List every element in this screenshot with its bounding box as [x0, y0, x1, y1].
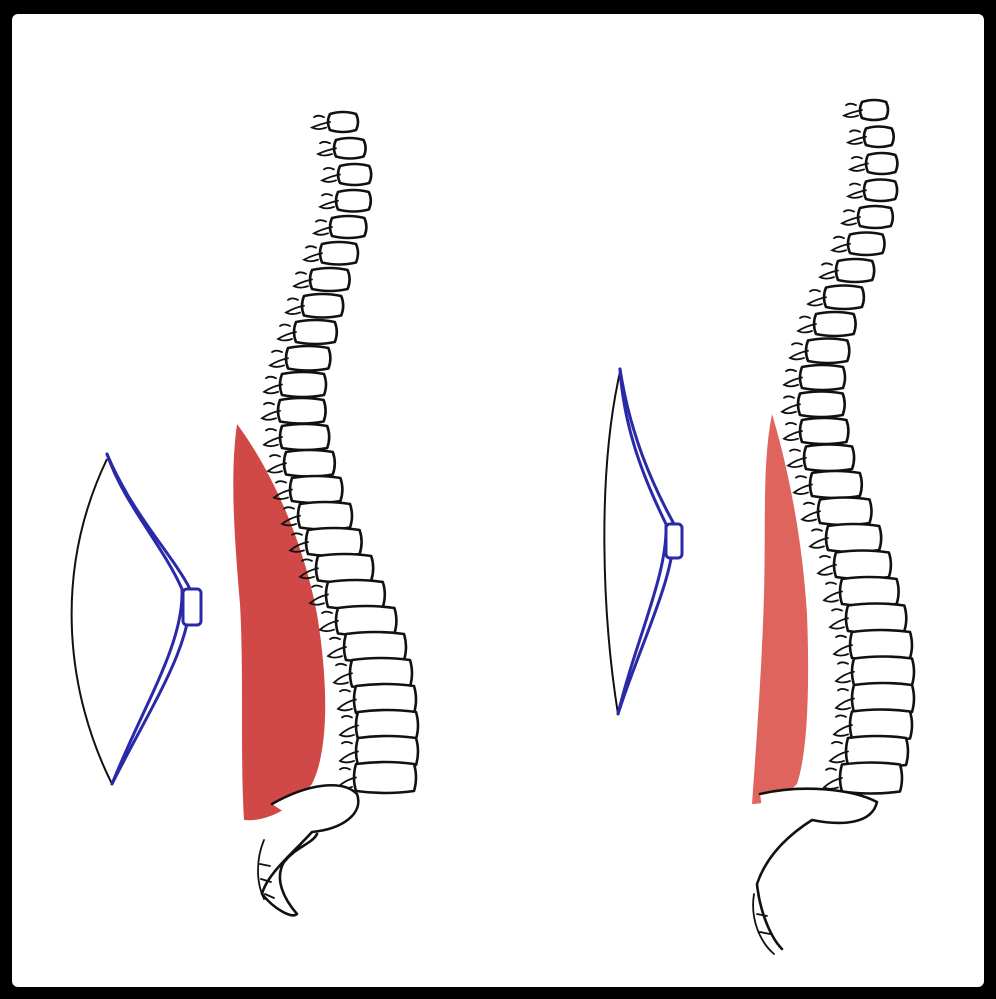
vertebra	[800, 365, 845, 390]
vertebra	[866, 153, 897, 174]
vertebra	[334, 138, 366, 159]
vertebra	[326, 580, 385, 609]
vertebra	[840, 577, 899, 606]
vertebra	[336, 190, 371, 212]
vertebra	[836, 259, 874, 282]
vertebra	[278, 398, 326, 424]
left-sacrum	[262, 785, 358, 915]
vertebra	[814, 312, 856, 336]
vertebra	[860, 100, 888, 120]
vertebra	[824, 286, 864, 310]
right-erector-muscle	[752, 414, 808, 804]
diagram-canvas	[12, 14, 984, 987]
vertebra	[290, 476, 342, 503]
bow-stave	[72, 459, 112, 784]
bowstring-inner	[618, 369, 666, 714]
vertebra	[316, 554, 373, 583]
vertebra	[800, 418, 848, 444]
bowstring-inner	[107, 454, 182, 784]
bow-strung-icon	[72, 454, 201, 784]
bow-slack-icon	[604, 369, 682, 714]
vertebra	[858, 206, 893, 228]
vertebra	[298, 502, 352, 530]
vertebra	[338, 164, 371, 185]
vertebra	[826, 524, 881, 552]
spine-comparison-diagram	[12, 14, 984, 987]
vertebra	[798, 392, 845, 418]
vertebra	[354, 762, 416, 793]
vertebra	[330, 216, 366, 238]
vertebra	[810, 471, 862, 498]
vertebra	[846, 604, 906, 634]
right-sacrum	[757, 789, 877, 949]
vertebra	[320, 242, 358, 265]
vertebra	[806, 339, 849, 364]
vertebra	[804, 445, 854, 472]
vertebra	[834, 551, 891, 580]
vertebra	[280, 372, 326, 397]
vertebra	[864, 180, 897, 202]
bow-buckle	[666, 524, 682, 558]
vertebra	[328, 112, 358, 132]
left-panel	[72, 112, 418, 915]
vertebra	[840, 763, 902, 794]
vertebra	[286, 346, 330, 371]
vertebra	[302, 294, 343, 318]
right-panel	[604, 100, 914, 954]
vertebra	[294, 320, 337, 344]
vertebra	[310, 268, 350, 291]
vertebra	[818, 498, 872, 526]
vertebra	[280, 424, 329, 450]
bow-buckle	[183, 589, 201, 625]
vertebra	[284, 450, 335, 477]
vertebra	[848, 233, 885, 256]
vertebra	[864, 127, 894, 148]
vertebra	[306, 528, 362, 556]
bow-stave	[604, 372, 620, 714]
